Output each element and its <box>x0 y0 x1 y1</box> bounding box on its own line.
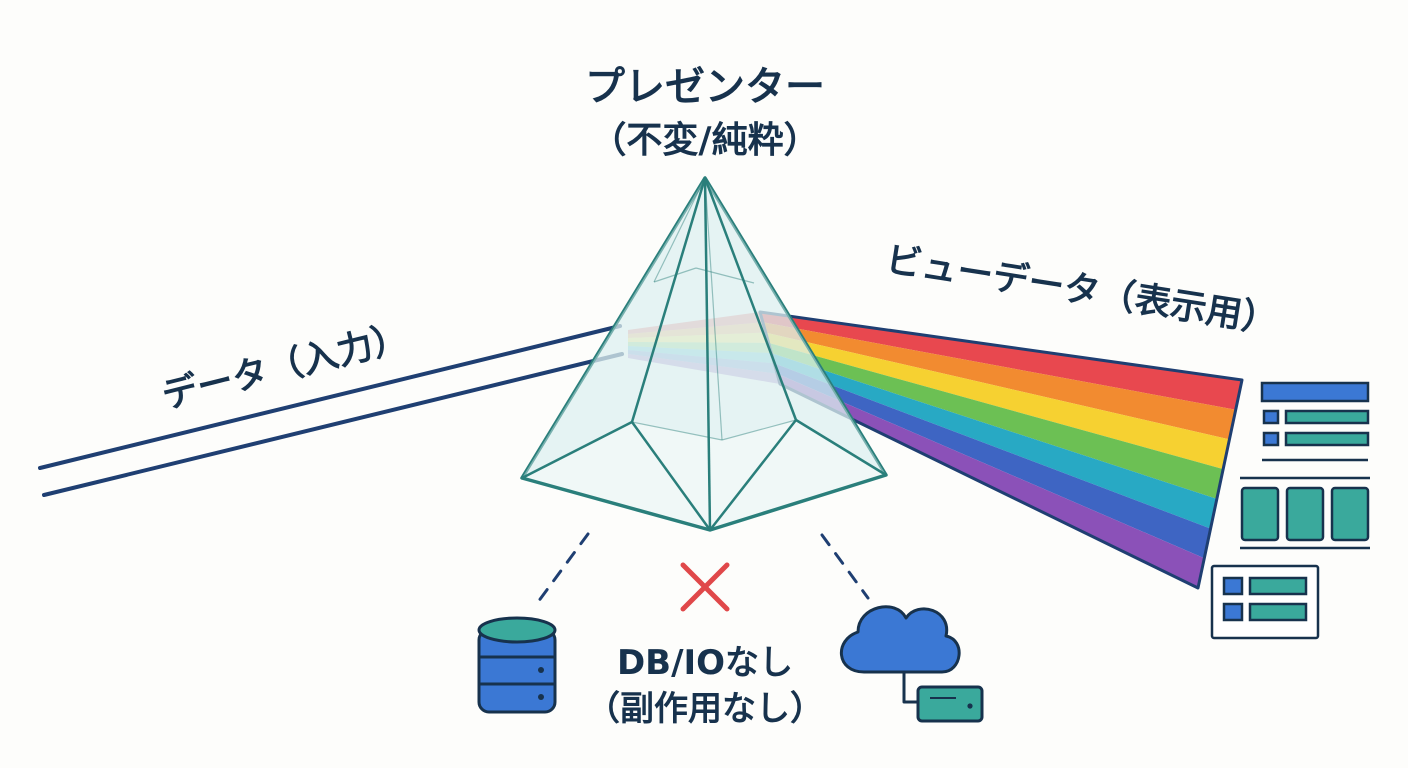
side-effects-line1: DB/IOなし <box>617 643 793 683</box>
database-icon <box>477 616 557 714</box>
output-label: ビューデータ（表示用） <box>883 238 1281 341</box>
card-view-icon <box>1210 564 1320 640</box>
prism-icon <box>520 176 888 532</box>
cross-icon <box>680 562 730 612</box>
input-beam <box>38 324 624 497</box>
presenter-title: プレゼンター <box>585 64 825 110</box>
spectrum-band <box>777 373 1205 588</box>
spectrum-band <box>765 332 1230 470</box>
spectrum-band <box>771 353 1217 529</box>
cloud-icon <box>840 605 961 704</box>
server-icon <box>916 685 984 723</box>
spectrum-band <box>768 342 1224 499</box>
spectrum-band <box>760 312 1242 410</box>
spectrum-band <box>762 322 1236 440</box>
spectrum-band <box>774 363 1211 559</box>
side-effects-line2: （副作用なし） <box>586 689 824 729</box>
presenter-subtitle: （不変/純粋） <box>590 119 819 161</box>
grid-view-icon <box>1240 476 1370 550</box>
input-label: データ（入力） <box>158 315 413 417</box>
list-view-icon <box>1260 381 1370 462</box>
dashed-connectors <box>536 532 870 604</box>
